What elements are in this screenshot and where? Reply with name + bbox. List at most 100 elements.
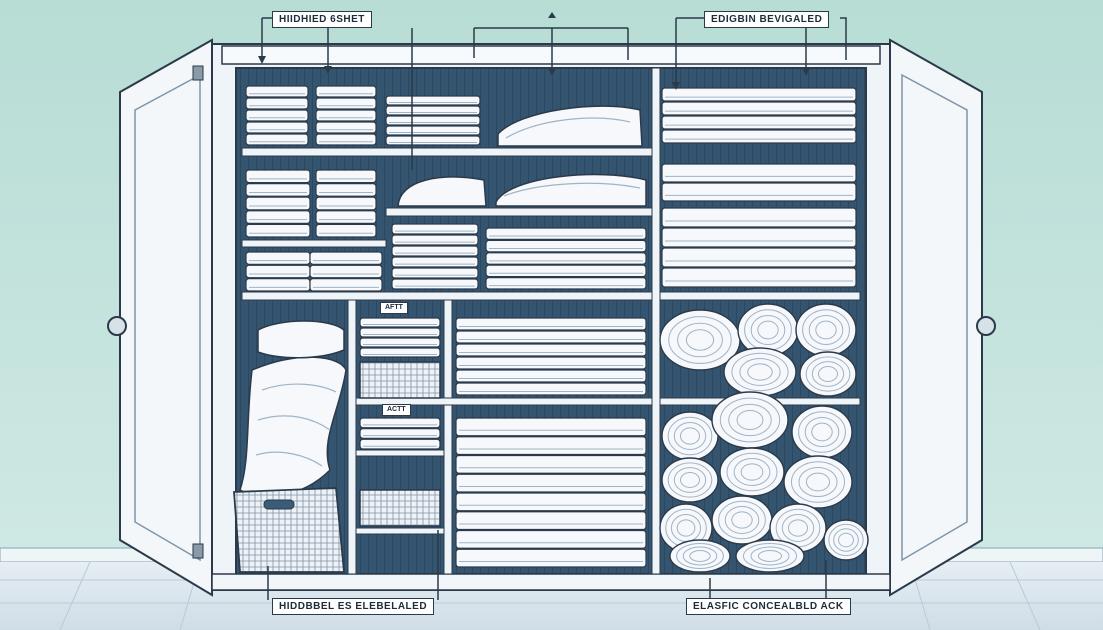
left-hinge-bottom [192, 543, 204, 559]
right-door[interactable] [878, 38, 996, 597]
folded-linen [455, 369, 647, 383]
left-door[interactable] [107, 38, 213, 597]
folded-linen [455, 473, 647, 493]
folded-linen [245, 223, 311, 238]
towel-spiral [815, 320, 837, 340]
folded-linen [455, 343, 647, 357]
folded-linen [359, 417, 441, 429]
towel-spiral [668, 316, 732, 364]
towel-spiral [811, 361, 845, 387]
rolled-towel [795, 303, 857, 357]
folded-linen [485, 252, 647, 265]
towel-spiral [679, 427, 701, 445]
folded-linen [455, 548, 647, 568]
folded-linen [661, 163, 857, 183]
towel-spiral [677, 322, 723, 358]
rolled-towel [723, 347, 797, 397]
folded-linen [245, 97, 309, 110]
towel-spiral [750, 546, 790, 566]
towel-spiral [685, 329, 715, 351]
folded-linen [245, 264, 311, 279]
folded-linen [385, 95, 481, 106]
folded-linen [455, 454, 647, 474]
towel-spiral [790, 461, 846, 503]
folded-linen [315, 210, 377, 225]
folded-linen [359, 327, 441, 338]
towel-spiral [740, 463, 764, 481]
rolled-towels [659, 303, 869, 573]
towel-spiral [787, 519, 809, 537]
towel-spiral [838, 532, 854, 548]
rolled-towel [669, 539, 731, 573]
folded-linen [309, 264, 383, 279]
folded-linen [245, 196, 311, 211]
folded-linen [485, 264, 647, 278]
folded-linen [661, 267, 857, 288]
towel-spiral [828, 523, 864, 557]
towel-spiral [739, 358, 781, 386]
towel-spiral [808, 314, 844, 346]
folded-linen [455, 382, 647, 396]
folded-linen [455, 436, 647, 456]
towel-spiral [731, 352, 789, 392]
callout-top-right: EDIGBIN BEVIGALED [704, 11, 830, 28]
towel-spiral [718, 500, 766, 540]
towel-spiral [676, 543, 724, 569]
folded-linen [309, 278, 383, 292]
center-divider [651, 67, 661, 575]
left-door-knob[interactable] [107, 316, 127, 336]
towel-spiral [757, 550, 783, 562]
folded-linen [315, 121, 377, 134]
rolled-towel [735, 539, 805, 573]
folded-linen [485, 277, 647, 290]
rolled-towel [711, 391, 789, 449]
towel-spiral [667, 462, 713, 498]
callout-arrowheads [258, 12, 810, 90]
folded-linen [245, 133, 309, 146]
rolled-towel [783, 455, 853, 509]
callout-bottom-left: HIDDBBEL ES ELEBELALED [272, 598, 435, 615]
towel-spiral [747, 363, 773, 381]
folded-linen [315, 169, 377, 184]
shelf [385, 207, 653, 217]
towel-spiral [802, 309, 850, 351]
folded-linen [391, 223, 479, 235]
rolled-towel [719, 447, 785, 497]
rolled-towel [661, 457, 719, 503]
folded-linen [455, 529, 647, 549]
folded-linen [661, 101, 857, 116]
towel-spiral [676, 519, 696, 537]
towel-spiral [757, 320, 779, 340]
towel-spiral [798, 466, 838, 498]
folded-linen [391, 278, 479, 290]
towel-spiral [728, 403, 772, 437]
folded-linen [455, 330, 647, 344]
folded-linen [385, 125, 481, 136]
folded-linen [661, 227, 857, 248]
shelf-tag-lower: ACTT [382, 404, 411, 416]
rolled-towel [661, 411, 719, 461]
towel-spiral [811, 422, 833, 442]
folded-linen [245, 278, 311, 292]
folded-linen [391, 267, 479, 279]
left-hinge-top [192, 65, 204, 81]
folded-linen [661, 115, 857, 130]
towel-spiral [804, 416, 840, 448]
shelf [659, 291, 861, 301]
folded-linen [455, 356, 647, 370]
rolled-towel [799, 351, 857, 397]
towel-spiral [736, 409, 764, 431]
folded-linen [245, 169, 311, 184]
towel-spiral [726, 452, 778, 492]
folded-linen [359, 337, 441, 348]
right-door-knob[interactable] [976, 316, 996, 336]
folded-linen [315, 109, 377, 122]
folded-linen [245, 251, 311, 265]
towel-spiral [731, 511, 753, 529]
folded-linen [359, 428, 441, 439]
folded-linen [661, 182, 857, 202]
towel-spiral [805, 356, 851, 392]
towel-spiral [673, 422, 707, 450]
folded-linen [245, 109, 309, 122]
